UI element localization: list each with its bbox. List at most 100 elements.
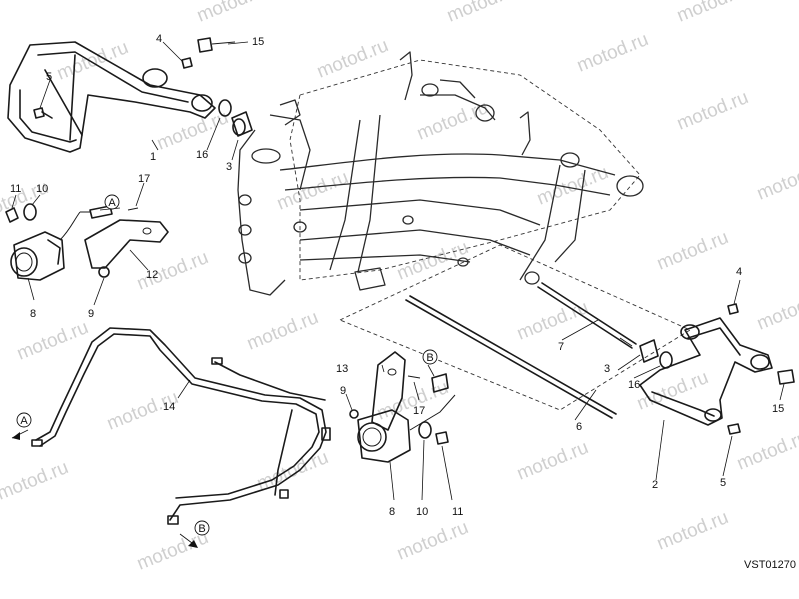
connector-circle	[422, 349, 438, 365]
watermark-text: motod.ru	[734, 427, 799, 475]
watermark-text: motod.ru	[314, 35, 391, 83]
watermark-text: motod.ru	[754, 157, 799, 205]
callout-c-11a: 11	[10, 183, 21, 195]
spacer-16-left	[218, 99, 232, 117]
motorcycle-frame	[237, 51, 691, 411]
screw-17-left	[127, 207, 139, 211]
callout-c-15a: 15	[252, 36, 264, 48]
connector-circle	[16, 412, 32, 428]
callout-c-9b: 9	[340, 385, 346, 397]
callout-c-8a: 8	[30, 308, 36, 320]
watermark-text: motod.ru	[244, 307, 321, 355]
callout-c-5a: 5	[46, 71, 52, 83]
callout-c-16b: 16	[628, 379, 640, 391]
watermark-text: motod.ru	[14, 317, 91, 365]
callout-c-3b: 3	[604, 363, 610, 375]
watermark-text: motod.ru	[394, 517, 471, 565]
connector-arrows	[11, 207, 435, 548]
callout-c-11b: 11	[452, 506, 463, 518]
callout-c-1: 1	[150, 151, 156, 163]
watermark-text: motod.ru	[654, 227, 731, 275]
watermark-text: motod.ru	[754, 287, 799, 335]
callout-c-8b: 8	[389, 506, 395, 518]
connector-marker-conn-b1: B	[422, 349, 438, 365]
watermark-text: motod.ru	[514, 297, 591, 345]
diagram-code: VST01270	[744, 559, 796, 571]
nut-9-left	[98, 266, 110, 278]
screw-11-right	[435, 431, 449, 445]
leader-lines	[11, 41, 785, 501]
callout-c-14: 14	[163, 401, 175, 413]
callout-c-3a: 3	[226, 161, 232, 173]
connector-letter: B	[198, 523, 205, 535]
bushing-3-left	[231, 111, 253, 137]
callout-c-16a: 16	[196, 149, 208, 161]
bolt-4-left	[181, 57, 193, 69]
callout-c-17b: 17	[413, 405, 425, 417]
watermark-text: motod.ru	[574, 29, 651, 77]
spacer-16-right	[659, 351, 673, 369]
callout-c-15b: 15	[772, 403, 784, 415]
grommet-10-right	[418, 421, 432, 439]
watermark-text: motod.ru	[534, 162, 611, 210]
callout-c-4a: 4	[156, 33, 162, 45]
callout-c-6: 6	[576, 421, 582, 433]
grommet-10-left	[23, 203, 37, 221]
connector-left	[80, 205, 113, 219]
watermark-text: motod.ru	[634, 367, 711, 415]
wiring-harness	[31, 327, 331, 525]
watermark-text: motod.ru	[514, 437, 591, 485]
callout-c-17a: 17	[138, 173, 150, 185]
watermark-text: motod.ru	[374, 377, 451, 425]
callout-c-13: 13	[336, 363, 348, 375]
connectors-layer: A A B B	[16, 194, 438, 536]
watermark-text: motod.ru	[654, 507, 731, 555]
nut-9-right	[349, 409, 359, 419]
bushing-3-right	[639, 339, 659, 363]
rod-6	[405, 295, 617, 419]
connector-letter: B	[426, 352, 433, 364]
watermark-text: motod.ru	[674, 87, 751, 135]
connector-marker-conn-b2: B	[194, 520, 210, 536]
callout-c-5b: 5	[720, 477, 726, 489]
callout-c-2: 2	[652, 479, 658, 491]
bolt-15-left	[197, 37, 236, 53]
watermark-text: motod.ru	[0, 457, 71, 505]
bolt-15-right	[777, 369, 795, 385]
watermark-text: motod.ru	[254, 447, 331, 495]
watermark-text: motod.ru	[194, 0, 271, 27]
bolt-5-right	[727, 423, 741, 435]
fog-light-right	[357, 394, 456, 463]
bolt-4-right	[727, 303, 739, 315]
connector-marker-conn-a1: A	[104, 194, 120, 210]
crash-bar-right	[639, 317, 773, 426]
watermark-text: motod.ru	[274, 167, 351, 215]
watermark-text: motod.ru	[444, 0, 521, 27]
bracket-12	[84, 219, 169, 269]
screw-17-right	[407, 375, 421, 379]
watermark-text: motod.ru	[674, 0, 751, 27]
crash-bar-left	[7, 41, 216, 153]
callout-c-10b: 10	[416, 506, 428, 518]
watermark-text: motod.ru	[154, 107, 231, 155]
callout-c-9a: 9	[88, 308, 94, 320]
connector-right	[431, 373, 449, 393]
connector-letter: A	[20, 415, 28, 427]
callout-c-7: 7	[558, 341, 564, 353]
connector-circle	[104, 194, 120, 210]
connector-circle	[194, 520, 210, 536]
callout-c-4b: 4	[736, 266, 742, 278]
callout-c-10a: 10	[36, 183, 48, 195]
screw-11-left	[5, 207, 19, 223]
rod-7	[537, 282, 637, 349]
connector-letter: A	[108, 197, 116, 209]
connector-marker-conn-a2: A	[16, 412, 32, 428]
bolt-5-left	[33, 107, 45, 119]
callout-c-12: 12	[146, 269, 158, 281]
watermark-text: motod.ru	[414, 97, 491, 145]
bracket-13	[371, 351, 406, 431]
